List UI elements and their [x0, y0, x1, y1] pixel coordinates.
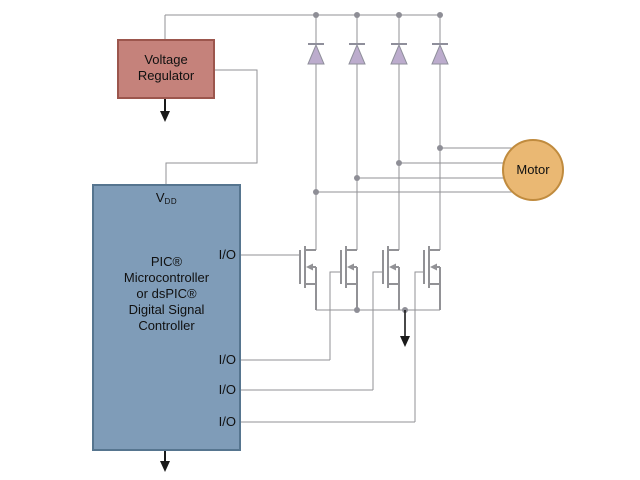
mosfet-icon [299, 246, 317, 310]
vdd-label: VDD [93, 190, 240, 210]
wires [164, 14, 515, 423]
wire-io3-gate [240, 271, 383, 391]
voltage-regulator-label: Voltage Regulator [118, 52, 214, 84]
diode-icon [390, 43, 408, 65]
io-label-4: I/O [218, 414, 236, 429]
voltage-regulator-label-line1: Voltage [144, 52, 188, 67]
microcontroller-title-line: Controller [138, 318, 195, 333]
microcontroller-title: PIC® Microcontroller or dsPIC® Digital S… [93, 254, 240, 334]
connection-dot [437, 145, 443, 151]
connection-dot [354, 307, 360, 313]
connection-dot [354, 175, 360, 181]
wire-io4-gate [240, 271, 424, 423]
mosfet-icon [423, 246, 441, 310]
ground-arrow-icon [400, 310, 410, 347]
ground-arrow-icon [160, 450, 170, 472]
arrows [160, 98, 410, 472]
connection-dot [354, 12, 360, 18]
diodes [307, 43, 449, 65]
microcontroller-title-line: Microcontroller [123, 270, 210, 285]
connection-dot [396, 12, 402, 18]
connection-dot [313, 12, 319, 18]
connection-dot [313, 189, 319, 195]
junction-dots [313, 12, 443, 313]
motor-label: Motor [516, 162, 550, 177]
microcontroller-title-line: or dsPIC® [136, 286, 197, 301]
wire-regulator-to-vdd [165, 69, 258, 185]
io-label-2: I/O [218, 352, 236, 367]
microcontroller-box [92, 184, 241, 451]
mosfet-icon [340, 246, 358, 310]
microcontroller-title-line: PIC® [150, 254, 183, 269]
power-arrow-icon [160, 98, 170, 122]
diode-icon [431, 43, 449, 65]
voltage-regulator-box [117, 39, 215, 99]
vdd-subscript: DD [164, 197, 178, 206]
io-label-1: I/O [218, 247, 236, 262]
mosfet-icon [382, 246, 400, 310]
diode-icon [348, 43, 366, 65]
wire-io2-gate [240, 271, 341, 361]
io-label-3: I/O [218, 382, 236, 397]
connection-dot [396, 160, 402, 166]
microcontroller-title-line: Digital Signal [128, 302, 205, 317]
diode-icon [307, 43, 325, 65]
connection-dot [437, 12, 443, 18]
motor-circle [502, 139, 564, 201]
mosfets [299, 246, 441, 310]
vdd-main: V [155, 190, 165, 205]
voltage-regulator-label-line2: Regulator [137, 68, 195, 83]
